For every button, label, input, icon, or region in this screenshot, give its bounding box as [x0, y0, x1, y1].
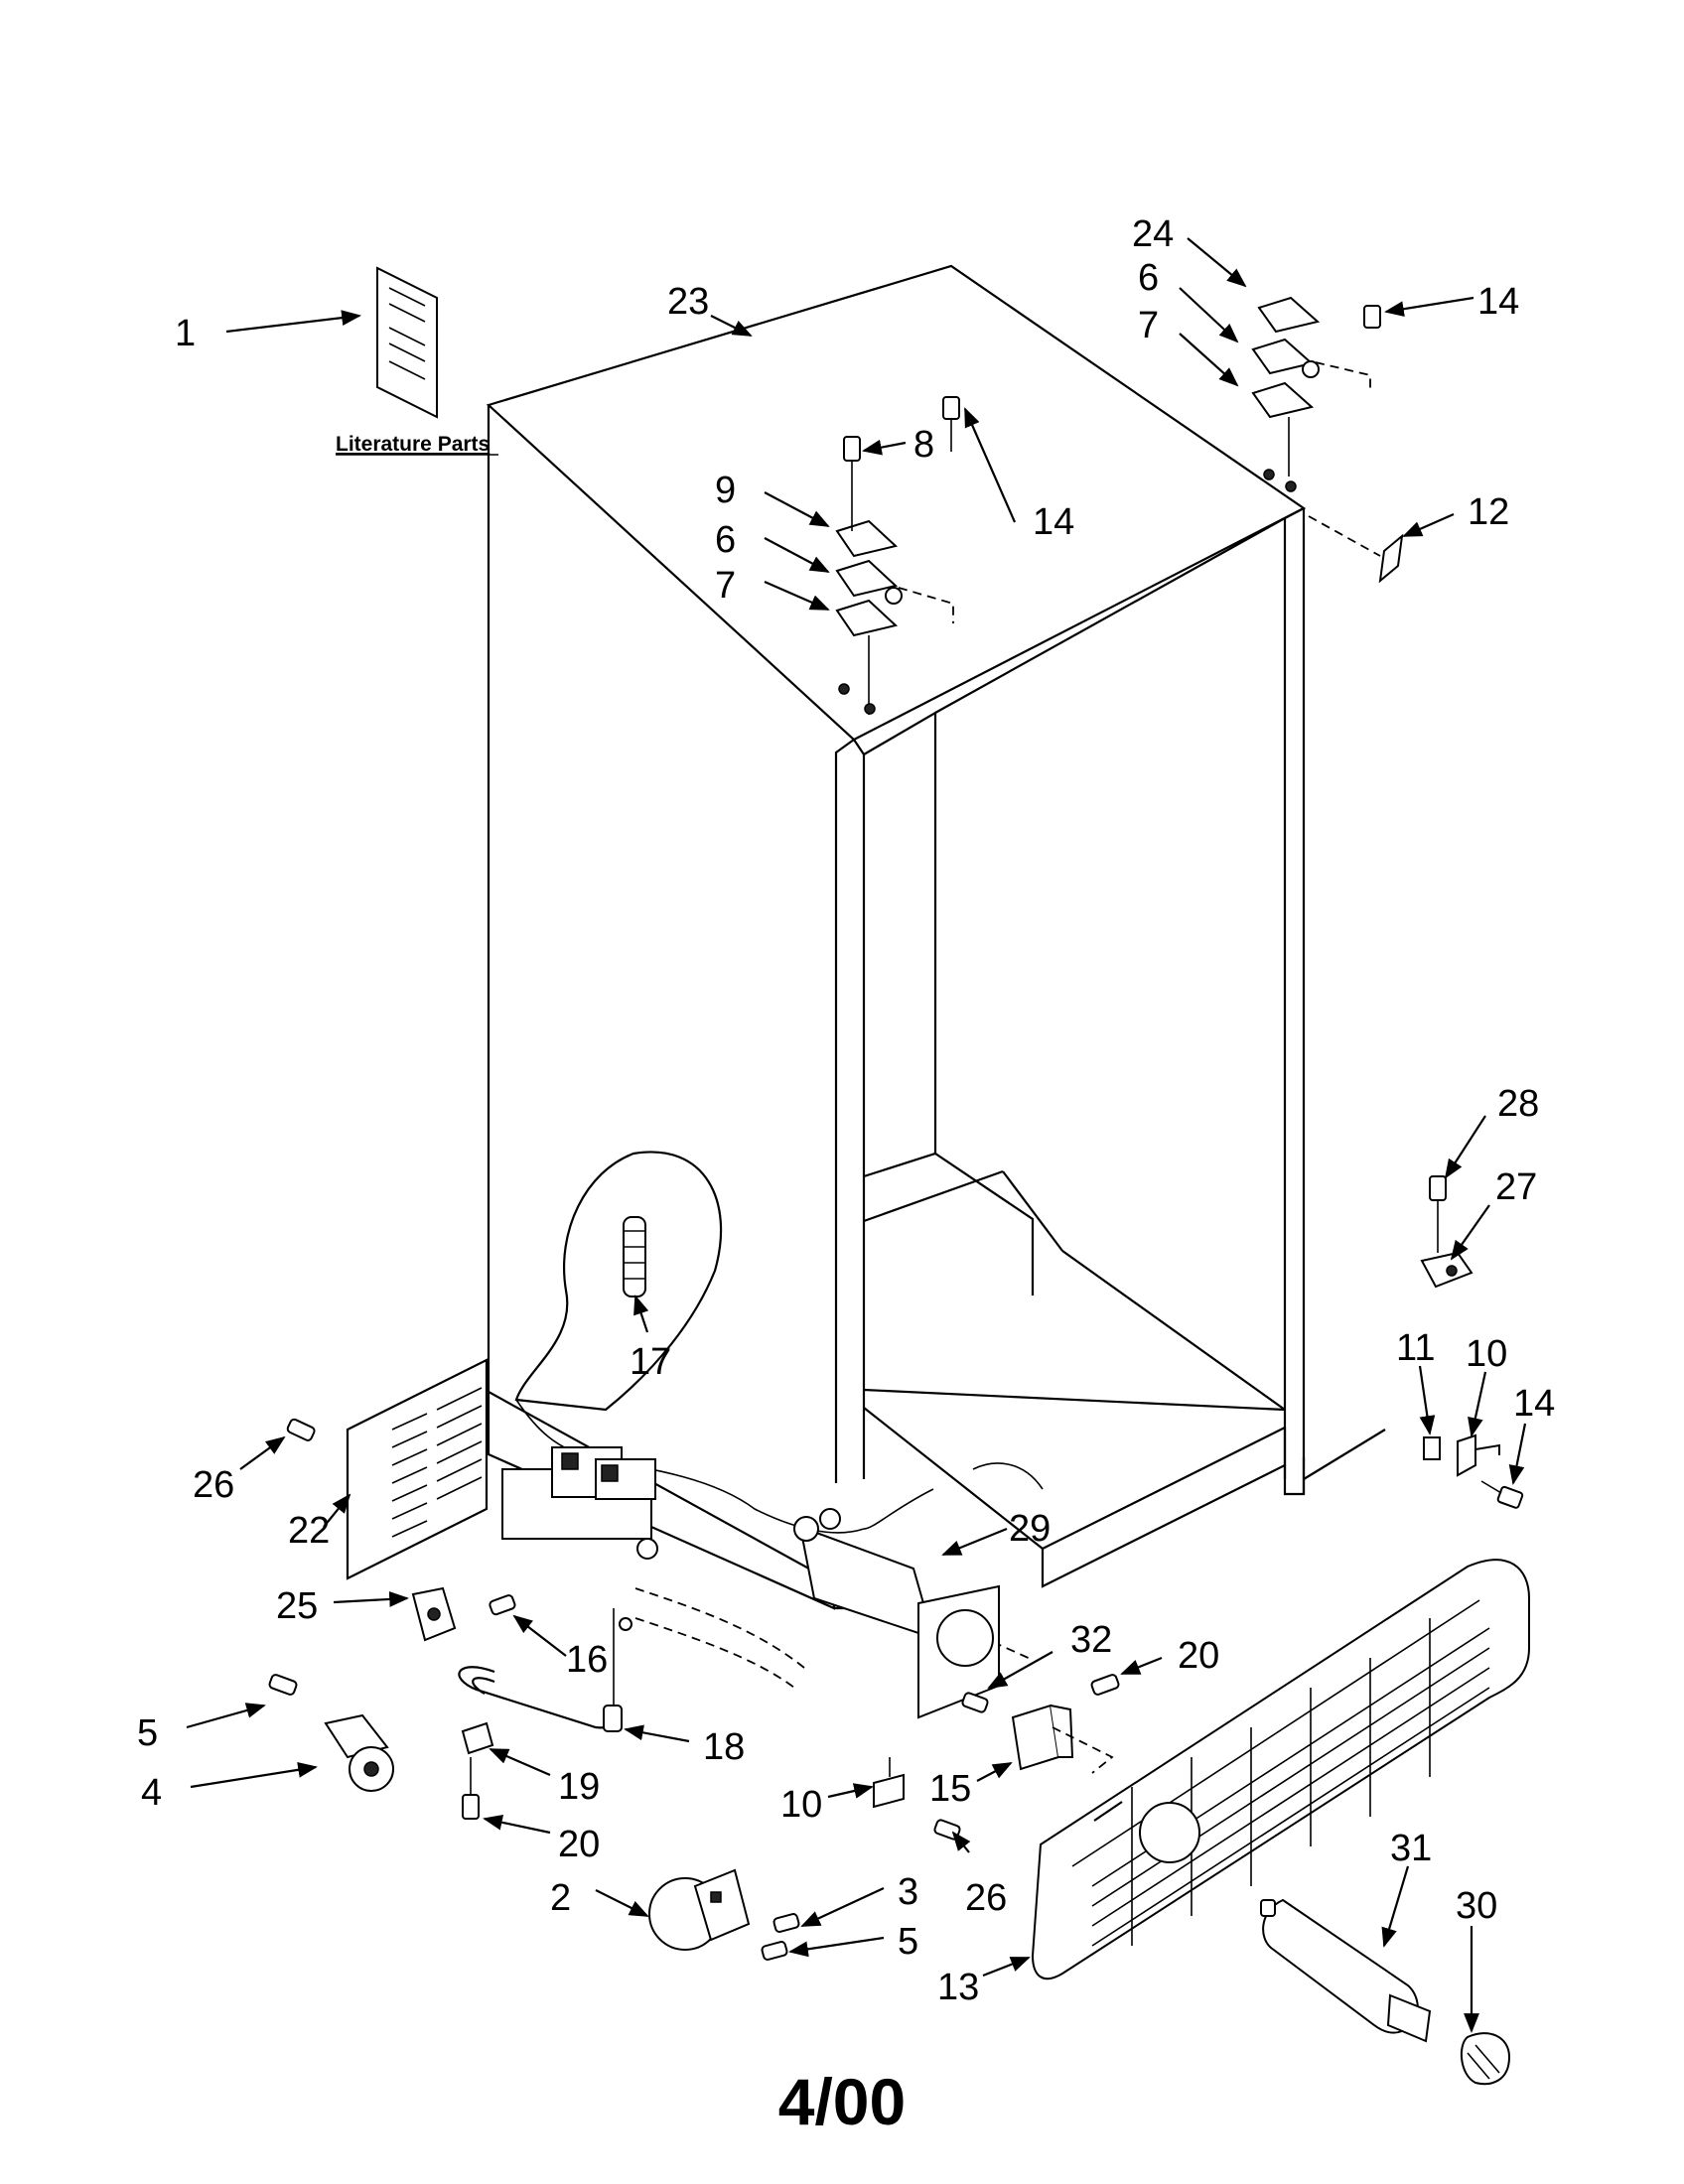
callout-14: 14 — [1513, 1383, 1555, 1425]
bracket-27 — [1420, 1251, 1474, 1289]
screw-8 — [843, 436, 861, 462]
screw-20-bottom — [462, 1757, 480, 1820]
screw-26-left — [286, 1418, 316, 1441]
callout-26: 26 — [193, 1464, 234, 1506]
screw-16 — [489, 1594, 516, 1616]
callout-19: 19 — [558, 1766, 600, 1808]
callout-30: 30 — [1456, 1885, 1497, 1927]
callout-6: 6 — [1138, 257, 1159, 299]
screw-14-mid — [942, 396, 960, 452]
callout-leaders — [186, 237, 1527, 2033]
callout-14: 14 — [1477, 281, 1519, 323]
callout-13: 13 — [937, 1967, 979, 2008]
callout-26: 26 — [965, 1877, 1007, 1919]
toe-grille-13 — [1031, 1559, 1530, 1980]
callout-5: 5 — [137, 1712, 158, 1754]
callout-10: 10 — [1466, 1333, 1507, 1375]
refrigerator-cabinet — [486, 264, 1386, 1661]
drain-tube-29 — [793, 1508, 1000, 1719]
literature-parts-label: Literature Parts — [336, 433, 490, 456]
condenser-coil-17 — [623, 1216, 646, 1297]
compressor-relay-assembly — [501, 1446, 805, 1689]
callout-31: 31 — [1390, 1828, 1432, 1869]
screws-3-5 — [761, 1913, 800, 1961]
screw-32 — [961, 1692, 989, 1713]
water-filter-31 — [1260, 1898, 1432, 2043]
callout-14: 14 — [1033, 501, 1074, 543]
clip-12 — [1308, 515, 1404, 584]
callout-4: 4 — [141, 1772, 162, 1814]
callout-8: 8 — [913, 424, 934, 466]
relay-2 — [648, 1868, 751, 1951]
bracket-25 — [411, 1586, 457, 1642]
filter-cap-30 — [1460, 2032, 1511, 2086]
screw-14-top — [1363, 305, 1381, 329]
roller-4 — [324, 1713, 394, 1792]
bracket-15 — [1011, 1704, 1074, 1771]
callout-27: 27 — [1495, 1166, 1537, 1208]
callout-7: 7 — [1138, 305, 1159, 346]
callout-2: 2 — [550, 1877, 571, 1919]
right-top-hinge-assembly — [1251, 296, 1371, 492]
callout-23: 23 — [667, 281, 709, 323]
bracket-10-bottom — [873, 1757, 905, 1809]
literature-booklet-1 — [376, 266, 438, 419]
callout-20: 20 — [1178, 1635, 1219, 1677]
callout-6: 6 — [715, 519, 736, 561]
left-top-hinge-assembly — [835, 462, 954, 715]
callout-28: 28 — [1497, 1083, 1539, 1125]
callout-10: 10 — [780, 1784, 822, 1826]
screw-20-right — [1052, 1674, 1120, 1774]
callout-29: 29 — [1009, 1508, 1051, 1550]
screw-5-left — [268, 1674, 298, 1696]
bracket-11-10 — [1423, 1433, 1500, 1477]
callout-15: 15 — [929, 1768, 971, 1810]
callout-labels: 1 23 24 6 7 14 8 9 6 7 14 12 28 27 11 10… — [137, 213, 1555, 2008]
callout-24: 24 — [1132, 213, 1174, 255]
callout-5: 5 — [898, 1921, 918, 1963]
revision-date: 4/00 — [778, 2065, 906, 2138]
callout-16: 16 — [566, 1639, 608, 1681]
callout-9: 9 — [715, 470, 736, 511]
callout-3: 3 — [898, 1871, 918, 1913]
callout-1: 1 — [175, 313, 196, 354]
callout-12: 12 — [1468, 491, 1509, 533]
callout-25: 25 — [276, 1585, 318, 1627]
callout-18: 18 — [703, 1726, 745, 1768]
callout-32: 32 — [1070, 1619, 1112, 1661]
callout-20: 20 — [558, 1824, 600, 1865]
callout-17: 17 — [630, 1341, 671, 1383]
callout-11: 11 — [1396, 1327, 1435, 1369]
screw-14-lower — [1480, 1480, 1524, 1509]
back-panel-22 — [346, 1358, 489, 1580]
callout-22: 22 — [288, 1510, 330, 1552]
screw-28 — [1429, 1175, 1447, 1253]
callout-7: 7 — [715, 565, 736, 607]
tube-18-19 — [458, 1608, 623, 1755]
